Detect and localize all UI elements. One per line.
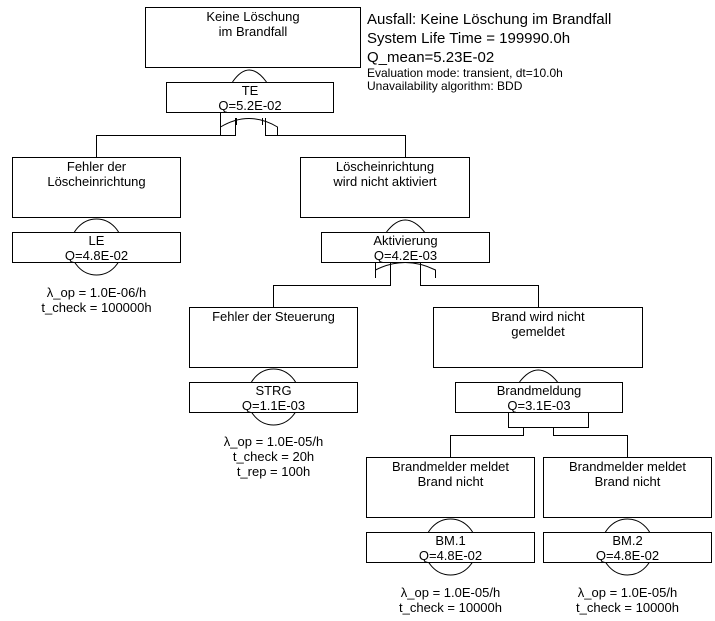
evaluation-mode: Evaluation mode: transient, dt=10.0h xyxy=(367,66,563,80)
bm2-parameters: λ_op = 1.0E-05/h t_check = 10000h xyxy=(576,585,679,615)
bm1-gate-q: Q=4.8E-02 xyxy=(418,548,483,563)
le-parameters: λ_op = 1.0E-06/h t_check = 100000h xyxy=(41,285,152,315)
le-gate-box[interactable]: LE Q=4.8E-02 xyxy=(12,232,181,263)
akt-gate-box[interactable]: Aktivierung Q=4.2E-03 xyxy=(321,232,490,263)
bm-and-gate xyxy=(450,412,628,457)
unavailability-algorithm: Unavailability algorithm: BDD xyxy=(367,79,523,93)
te-transfer-arc xyxy=(232,69,267,83)
le-gate-q: Q=4.8E-02 xyxy=(64,248,129,263)
strg-gate-name: STRG xyxy=(255,383,292,398)
akt-branch-lines xyxy=(273,262,539,307)
bm1-gate-box[interactable]: BM.1 Q=4.8E-02 xyxy=(366,532,535,563)
le-event-box[interactable]: Fehler der Löscheinrichtung xyxy=(12,157,181,218)
top-gate-box[interactable]: TE Q=5.2E-02 xyxy=(166,82,334,113)
bm1-parameters: λ_op = 1.0E-05/h t_check = 10000h xyxy=(399,585,502,615)
bm2-gate-name: BM.2 xyxy=(612,533,643,548)
akt-or-gate xyxy=(375,262,436,278)
bm-gate-name: Brandmeldung xyxy=(496,383,582,398)
bm2-gate-box[interactable]: BM.2 Q=4.8E-02 xyxy=(543,532,712,563)
q-mean: Q_mean=5.23E-02 xyxy=(367,49,495,66)
bm1-gate-name: BM.1 xyxy=(435,533,466,548)
te-branch-lines xyxy=(96,118,406,157)
akt-event-box[interactable]: Löscheinrichtung wird nicht aktiviert xyxy=(300,157,470,218)
strg-event-box[interactable]: Fehler der Steuerung xyxy=(189,307,358,368)
bm-gate-box[interactable]: Brandmeldung Q=3.1E-03 xyxy=(455,382,623,413)
strg-gate-q: Q=1.1E-03 xyxy=(241,398,306,413)
bm-gate-q: Q=3.1E-03 xyxy=(507,398,571,413)
system-life-time: System Life Time = 199990.0h xyxy=(367,30,571,47)
le-gate-name: LE xyxy=(88,233,105,248)
top-gate-name: TE xyxy=(241,83,259,98)
te-or-gate xyxy=(220,112,278,135)
akt-transfer-arc xyxy=(386,219,425,233)
bm-event-box[interactable]: Brand wird nicht gemeldet xyxy=(433,307,643,368)
top-event-box[interactable]: Keine Löschung im Brandfall xyxy=(145,7,361,68)
akt-gate-q: Q=4.2E-03 xyxy=(373,248,438,263)
bm2-event-box[interactable]: Brandmelder meldet Brand nicht xyxy=(543,457,712,518)
bm2-gate-q: Q=4.8E-02 xyxy=(595,548,660,563)
top-gate-q: Q=5.2E-02 xyxy=(218,98,282,113)
bm1-event-box[interactable]: Brandmelder meldet Brand nicht xyxy=(366,457,535,518)
strg-gate-box[interactable]: STRG Q=1.1E-03 xyxy=(189,382,358,413)
akt-gate-name: Aktivierung xyxy=(373,233,438,248)
analysis-info: Ausfall: Keine Löschung im Brandfall Sys… xyxy=(367,10,611,93)
failure-title: Ausfall: Keine Löschung im Brandfall xyxy=(367,11,612,28)
strg-parameters: λ_op = 1.0E-05/h t_check = 20h t_rep = 1… xyxy=(223,434,324,479)
bm-transfer-arc xyxy=(519,369,558,383)
